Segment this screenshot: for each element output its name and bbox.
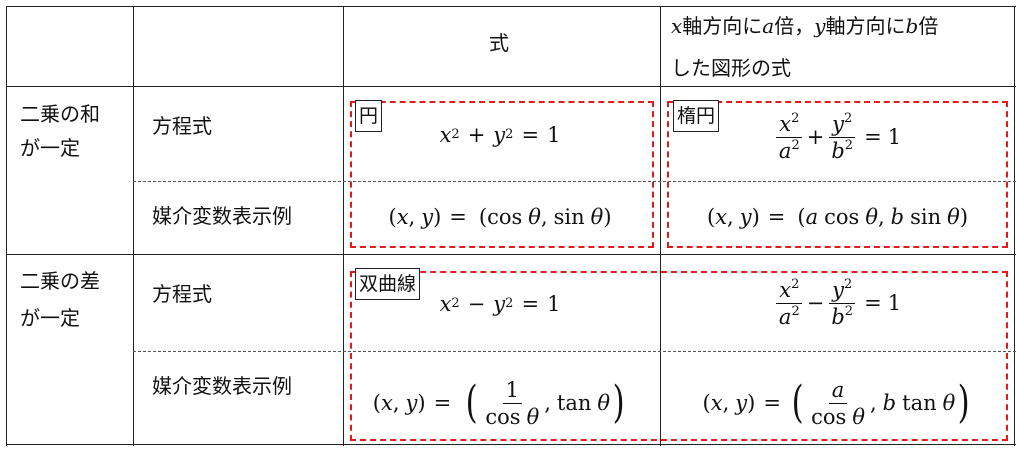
header-shiki: 式 (489, 31, 509, 55)
column-divider (660, 6, 661, 446)
highlight-hyperbola-box (350, 271, 1008, 441)
tag-hyperbola: 双曲線 (355, 268, 421, 300)
group-label-diff-line1: 二乗の差 (20, 269, 100, 293)
table-border-top (6, 6, 1016, 7)
header-var: y (814, 14, 826, 38)
header-text: 倍， (774, 14, 815, 38)
header-text: 倍 (918, 14, 939, 38)
sub-label-equation: 方程式 (152, 282, 212, 306)
sub-label-equation: 方程式 (152, 114, 212, 138)
column-divider (343, 6, 344, 446)
header-scaled-line1: x軸方向にa倍，y軸方向にb倍 (671, 10, 938, 42)
header-var: b (905, 14, 919, 38)
conic-comparison-table (6, 6, 1016, 446)
header-text: 軸方向に (682, 14, 763, 38)
table-border-left (6, 6, 7, 446)
highlight-circle-box (350, 101, 654, 248)
header-text: 軸方向に (825, 14, 906, 38)
column-divider (133, 6, 134, 446)
header-var: a (762, 14, 775, 38)
header-var: x (671, 14, 683, 38)
highlight-ellipse-box (667, 101, 1008, 248)
subrow-divider (133, 181, 1016, 182)
table-border-bottom (6, 444, 1016, 445)
row-divider (6, 86, 1016, 87)
subrow-divider (133, 351, 1016, 352)
sub-label-parametric: 媒介変数表示例 (152, 374, 292, 398)
tag-ellipse: 楕円 (673, 100, 720, 132)
table-border-right (1014, 6, 1015, 446)
sub-label-parametric: 媒介変数表示例 (152, 204, 292, 228)
group-label-diff-line2: が一定 (20, 306, 80, 330)
group-label-sum-line1: 二乗の和 (20, 102, 100, 126)
tag-circle: 円 (355, 100, 383, 132)
row-divider (6, 254, 1016, 255)
group-label-sum-line2: が一定 (20, 136, 80, 160)
header-scaled-line2: した図形の式 (671, 56, 791, 80)
